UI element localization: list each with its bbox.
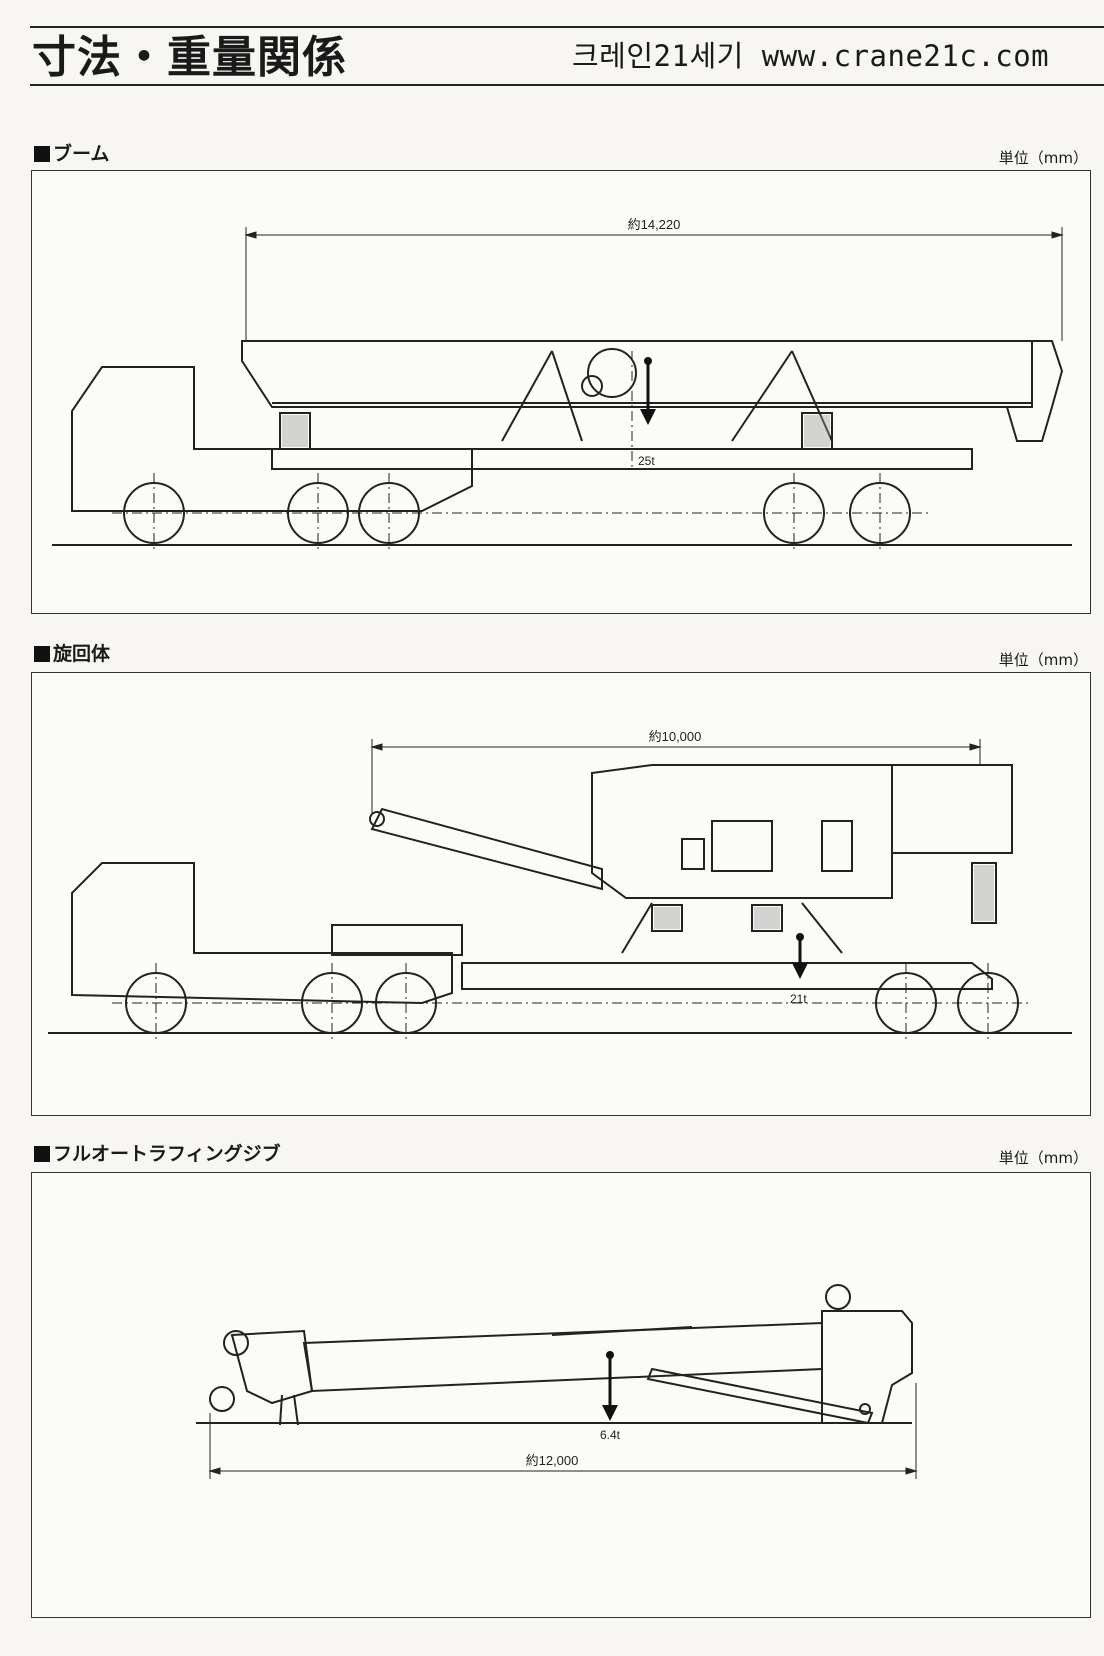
section-heading-upper-structure: 旋回体	[34, 642, 110, 666]
black-square-icon	[34, 146, 50, 162]
jib-foot	[821, 1310, 913, 1424]
weight-label: 21t	[790, 992, 807, 1006]
section-heading-label: フルオートラフィングジブ	[53, 1143, 281, 1165]
black-square-icon	[34, 646, 50, 662]
drawing-panel-upper-structure: 約10,000 21t	[31, 672, 1091, 1116]
section-heading-label: ブーム	[53, 143, 110, 165]
drawing-panel-luffing-jib: 約12,000 6.4t	[31, 1172, 1091, 1618]
sheave	[587, 348, 637, 398]
center-of-gravity-arrow	[640, 357, 656, 425]
dimension-label: 約14,220	[628, 217, 681, 232]
unit-label: 単位（mm）	[998, 1149, 1088, 1167]
sheave	[209, 1386, 235, 1412]
center-of-gravity-arrow	[792, 933, 808, 979]
boom-head	[932, 340, 1064, 442]
header-bottom-rule	[30, 84, 1104, 86]
unit-label: 単位（mm）	[998, 651, 1088, 669]
sheave	[223, 1330, 249, 1356]
support-block	[971, 862, 997, 924]
jib-beam	[302, 1321, 823, 1393]
drawing-panel-boom: 約14,220 25t	[31, 170, 1091, 614]
section-heading-label: 旋回体	[53, 643, 111, 665]
black-square-icon	[34, 1146, 50, 1162]
dimension-label: 約12,000	[526, 1453, 579, 1468]
boom-transport-drawing: 約14,220 25t	[52, 217, 1072, 553]
tractor-cab	[71, 366, 473, 512]
unit-label: 単位（mm）	[998, 149, 1088, 167]
dimension-label: 約10,000	[649, 729, 702, 744]
upper-structure-transport-drawing: 約10,000 21t	[48, 729, 1072, 1043]
luffing-jib-drawing: 約12,000 6.4t	[196, 1284, 918, 1479]
jib-strut	[646, 1367, 874, 1425]
boom-body	[241, 340, 1033, 408]
support-block	[801, 412, 833, 450]
trailer-deck	[461, 962, 993, 990]
support-block	[751, 904, 783, 932]
weight-label: 6.4t	[600, 1428, 621, 1442]
boom-foot	[370, 807, 603, 891]
section-heading-boom: ブーム	[34, 142, 109, 166]
page-title: 寸法・重量関係	[32, 32, 347, 83]
section-heading-luffing-jib: フルオートラフィングジブ	[34, 1142, 281, 1166]
revolving-body	[591, 764, 893, 899]
tractor-cab	[71, 862, 453, 1005]
support-block	[279, 412, 311, 450]
support-block	[651, 904, 683, 932]
center-of-gravity-arrow	[602, 1351, 618, 1421]
trailer-deck	[271, 448, 973, 470]
site-watermark: 크레인21세기 www.crane21c.com	[572, 39, 1050, 73]
weight-label: 25t	[638, 454, 655, 468]
header-top-rule	[30, 26, 1104, 28]
